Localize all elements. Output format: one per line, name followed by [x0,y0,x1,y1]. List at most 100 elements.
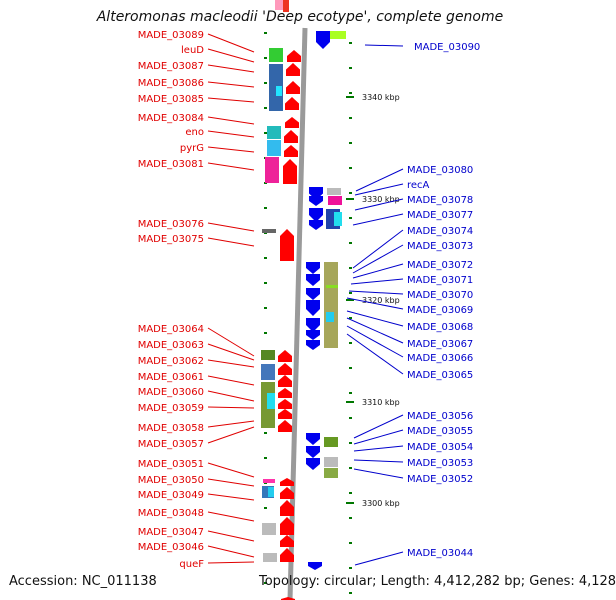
gene-label-right[interactable]: MADE_03066 [407,353,473,364]
tick-mark [349,192,352,194]
gene-label-right[interactable]: MADE_03074 [407,226,473,237]
gene-label-right[interactable]: MADE_03056 [407,411,473,422]
annotation-block [263,553,277,562]
gene-label-left[interactable]: MADE_03085 [138,94,204,105]
gene-label-right[interactable]: MADE_03054 [407,442,473,453]
tick-mark [349,67,352,69]
gene-label-right[interactable]: MADE_03052 [407,474,473,485]
tick-mark [349,167,352,169]
gene-label-right[interactable]: MADE_03067 [407,339,473,350]
gene-label-left[interactable]: queF [179,559,204,570]
annotation-block [324,262,338,348]
forward-gene-arrow [280,548,294,562]
gene-label-right[interactable]: MADE_03055 [407,426,473,437]
tick-mark [264,207,267,209]
forward-gene-arrow [280,487,294,499]
gene-label-right[interactable]: MADE_03073 [407,241,473,252]
annotation-block [267,393,275,409]
gene-label-right[interactable]: MADE_03065 [407,370,473,381]
left-leader-line [207,375,255,386]
scale-label: 3300 kbp [362,499,400,508]
tick-mark [264,57,267,59]
reverse-gene-arrow [306,288,320,300]
gene-label-right[interactable]: MADE_03053 [407,458,473,469]
tick-mark [349,442,352,444]
annotation-block [262,229,276,233]
gene-label-right[interactable]: MADE_03077 [407,210,473,221]
right-leader-line [353,414,404,439]
tick-mark [264,307,267,309]
gene-label-left[interactable]: MADE_03087 [138,61,204,72]
annotation-block [267,140,281,156]
gene-label-left[interactable]: leuD [181,45,204,56]
gene-label-left[interactable]: eno [185,127,204,138]
scale-tick [346,401,354,403]
forward-gene-arrow [278,399,292,409]
scale-tick [346,96,354,98]
gene-label-left[interactable]: MADE_03050 [138,475,204,486]
forward-gene-arrow [280,500,294,516]
gene-label-left[interactable]: MADE_03062 [138,356,204,367]
genome-title: Alteromonas macleodii 'Deep ecotype', co… [96,9,504,25]
gene-label-right[interactable]: MADE_03070 [407,290,473,301]
forward-gene-arrow [285,97,299,110]
tick-mark [349,417,352,419]
gene-label-right[interactable]: MADE_03069 [407,305,473,316]
annotation-block [276,86,282,96]
gene-label-left[interactable]: MADE_03063 [138,340,204,351]
forward-gene-arrow [280,535,294,547]
gene-label-left[interactable]: MADE_03086 [138,78,204,89]
gene-label-left[interactable]: MADE_03089 [138,30,204,41]
tick-mark [349,517,352,519]
gene-label-right[interactable]: MADE_03071 [407,275,473,286]
left-leader-line [207,130,255,138]
right-leader-line [348,290,404,295]
gene-label-right[interactable]: MADE_03044 [407,548,473,559]
annotation-block [263,479,275,483]
forward-gene-arrow [281,597,295,600]
left-leader-line [207,478,255,487]
scale-label: 3340 kbp [362,93,400,102]
annotation-block [265,157,279,183]
gene-label-left[interactable]: MADE_03064 [138,324,204,335]
gene-label-left[interactable]: MADE_03047 [138,527,204,538]
gene-label-left[interactable]: MADE_03061 [138,372,204,383]
gene-label-right[interactable]: MADE_03090 [414,42,480,53]
annotation-block [324,437,338,447]
gene-label-left[interactable]: MADE_03084 [138,113,204,124]
gene-label-right[interactable]: MADE_03072 [407,260,473,271]
left-leader-line [207,64,255,73]
annotation-block [327,188,341,195]
gene-label-left[interactable]: MADE_03081 [138,159,204,170]
gene-label-left[interactable]: MADE_03051 [138,459,204,470]
gene-label-right[interactable]: MADE_03068 [407,322,473,333]
annotation-block [326,285,338,288]
gene-label-right[interactable]: MADE_03080 [407,165,473,176]
tick-mark [349,467,352,469]
left-leader-line [207,48,255,63]
right-leader-line [354,551,404,566]
reverse-gene-arrow [306,262,320,274]
gene-label-left[interactable]: MADE_03057 [138,439,204,450]
gene-label-right[interactable]: MADE_03078 [407,195,473,206]
left-leader-line [207,561,255,564]
forward-gene-arrow [278,388,292,398]
gene-label-left[interactable]: MADE_03076 [138,219,204,230]
gene-label-right[interactable]: recA [407,180,430,191]
gene-label-left[interactable]: MADE_03059 [138,403,204,414]
gene-label-left[interactable]: MADE_03075 [138,234,204,245]
forward-gene-arrow [278,375,292,387]
gene-label-left[interactable]: MADE_03060 [138,387,204,398]
left-leader-line [207,237,255,247]
left-leader-line [207,33,255,53]
gene-label-left[interactable]: pyrG [180,143,204,154]
tick-mark [349,292,352,294]
gene-label-left[interactable]: MADE_03058 [138,423,204,434]
right-leader-line [352,229,404,269]
tick-mark [264,132,267,134]
annotation-block [269,48,283,62]
gene-label-left[interactable]: MADE_03046 [138,542,204,553]
gene-label-left[interactable]: MADE_03048 [138,508,204,519]
gene-label-left[interactable]: MADE_03049 [138,490,204,501]
reverse-gene-arrow [306,330,320,340]
